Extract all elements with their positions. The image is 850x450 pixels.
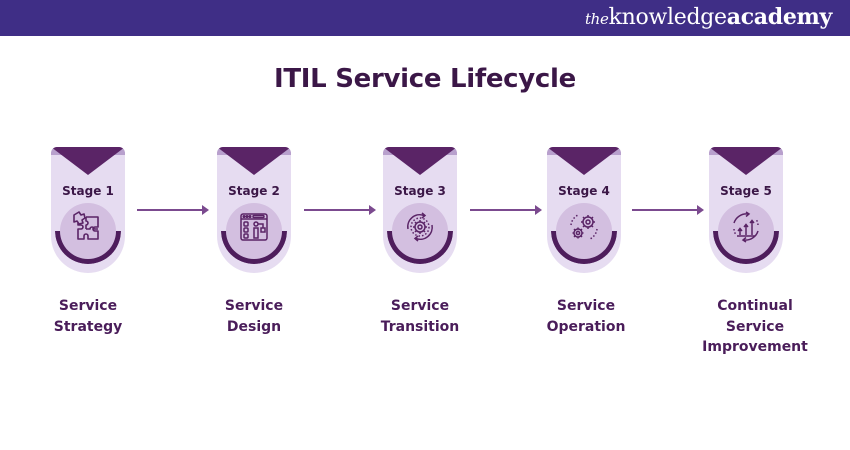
arrow-3-4 <box>470 205 542 215</box>
stage-name-line: Design <box>226 318 282 335</box>
arrow-2-3 <box>304 205 376 215</box>
stage-name-line: Improvement <box>702 339 808 355</box>
arrow-4-5 <box>632 205 704 215</box>
stage-name-5: Continual Service Improvement <box>690 296 820 358</box>
stage-name-line: Service <box>725 318 785 335</box>
down-triangle-icon <box>709 147 783 175</box>
stage-name-1: Service Strategy <box>23 296 153 337</box>
stage-name-line: Transition <box>380 318 460 335</box>
stage-label: Stage 4 <box>558 184 610 198</box>
arrow-1-2 <box>137 205 209 215</box>
stage-name-line: Service <box>58 298 118 314</box>
card-background: Stage 4 <box>547 147 621 273</box>
stage-card-4: Stage 4 <box>547 147 621 273</box>
down-triangle-icon <box>51 147 125 175</box>
down-triangle-icon <box>547 147 621 175</box>
card-background: Stage 3 <box>383 147 457 273</box>
stage-name-4: Service Operation <box>521 296 651 337</box>
stage-card-3: Stage 3 <box>383 147 457 273</box>
brand-prefix: the <box>584 10 609 28</box>
stage-name-line: Service <box>390 298 450 314</box>
design-layout-icon <box>240 213 268 241</box>
card-background: Stage 5 <box>709 147 783 273</box>
stage-label: Stage 1 <box>62 184 114 198</box>
card-background: Stage 2 <box>217 147 291 273</box>
gears-icon <box>570 214 598 240</box>
down-triangle-icon <box>383 147 457 175</box>
stage-card-2: Stage 2 <box>217 147 291 273</box>
puzzle-icon <box>73 211 99 240</box>
stage-name-2: Service Design <box>189 296 319 337</box>
card-background: Stage 1 <box>51 147 125 273</box>
cycle-gear-icon <box>407 212 433 242</box>
brand-main: knowledge <box>608 5 727 30</box>
stage-card-5: Stage 5 <box>709 147 783 273</box>
brand-logo: theknowledgeacademy <box>585 4 832 30</box>
stage-card-1: Stage 1 <box>51 147 125 273</box>
page-title: ITIL Service Lifecycle <box>274 64 576 94</box>
stage-label: Stage 5 <box>720 184 772 198</box>
stage-label: Stage 3 <box>394 184 446 198</box>
stage-name-line: Strategy <box>53 318 123 335</box>
stage-name-line: Operation <box>546 318 626 335</box>
stage-name-line: Service <box>224 298 284 314</box>
stage-label: Stage 2 <box>228 184 280 198</box>
stage-name-3: Service Transition <box>355 296 485 337</box>
header-bar: theknowledgeacademy <box>0 0 850 36</box>
down-triangle-icon <box>217 147 291 175</box>
stage-name-line: Service <box>556 298 616 314</box>
growth-cycle-icon <box>733 211 759 243</box>
stage-name-line: Continual <box>717 298 793 314</box>
brand-suffix: academy <box>726 4 833 30</box>
